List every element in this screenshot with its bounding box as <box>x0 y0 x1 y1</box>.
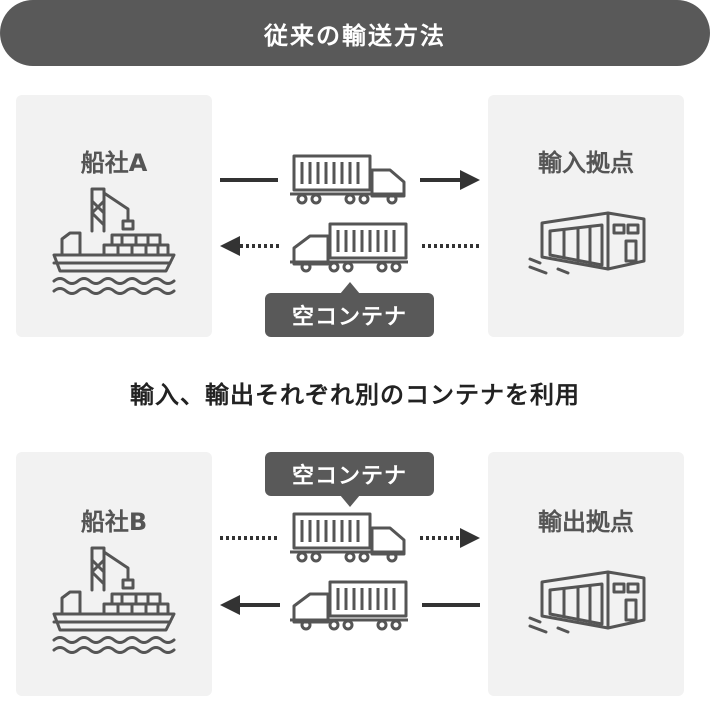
shipping-company-a-box: 船社A <box>16 95 212 337</box>
warehouse-icon <box>528 211 646 275</box>
warehouse-icon <box>528 570 646 634</box>
empty-container-callout-bottom: 空コンテナ <box>265 452 434 496</box>
shipping-company-a-label: 船社A <box>80 149 148 177</box>
truck-empty-icon <box>290 512 406 563</box>
import-base-label: 輸入拠点 <box>538 149 634 177</box>
cargo-ship-icon <box>52 187 176 295</box>
export-base-box: 輸出拠点 <box>488 452 684 696</box>
empty-container-callout-top: 空コンテナ <box>265 293 434 337</box>
page-title: 従来の輸送方法 <box>0 0 710 66</box>
truck-empty-icon <box>290 222 408 273</box>
truck-loaded-icon <box>290 154 406 205</box>
middle-caption: 輸入、輸出それぞれ別のコンテナを利用 <box>130 381 580 409</box>
import-base-box: 輸入拠点 <box>488 95 684 337</box>
shipping-company-b-label: 船社B <box>80 508 148 536</box>
shipping-company-b-box: 船社B <box>16 452 212 696</box>
truck-loaded-icon <box>290 580 408 631</box>
export-base-label: 輸出拠点 <box>538 508 634 536</box>
cargo-ship-icon <box>52 546 176 654</box>
